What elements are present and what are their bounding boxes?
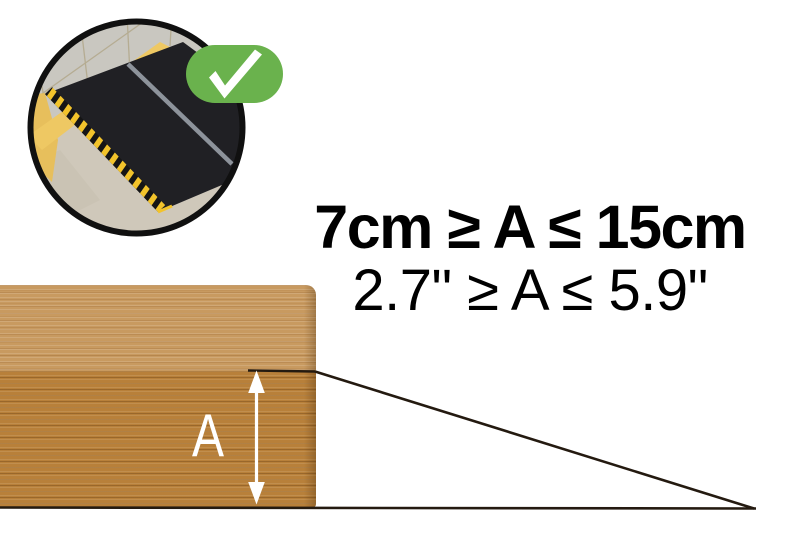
inset-circle-border xyxy=(27,18,246,237)
height-range-headline: 7cm ≥ A ≤ 15cm 2.7" ≥ A ≤ 5.9" xyxy=(280,197,780,320)
ramp-profile-lines xyxy=(0,369,757,510)
ramp-slope-line xyxy=(314,370,755,510)
height-arrow xyxy=(248,370,265,505)
ground-line xyxy=(0,506,757,510)
imperial-range-text: 2.7" ≥ A ≤ 5.9" xyxy=(352,258,708,323)
hazard-stripe-edge xyxy=(45,87,166,212)
ramp-center-stripe xyxy=(126,62,234,166)
inset-photo xyxy=(27,18,246,237)
metric-range-text: 7cm ≥ A ≤ 15cm xyxy=(314,193,747,261)
arrow-head-up xyxy=(248,370,265,393)
ramp-foot-edge xyxy=(157,204,173,214)
dimension-a-label: A xyxy=(192,402,225,469)
badge-pill xyxy=(186,45,283,103)
step-top-surface xyxy=(0,285,316,371)
step-top-tick-line xyxy=(247,369,316,373)
step-side-edge xyxy=(304,285,316,508)
approval-badge xyxy=(186,45,283,103)
arrow-head-down xyxy=(248,482,265,505)
check-icon xyxy=(209,49,262,99)
